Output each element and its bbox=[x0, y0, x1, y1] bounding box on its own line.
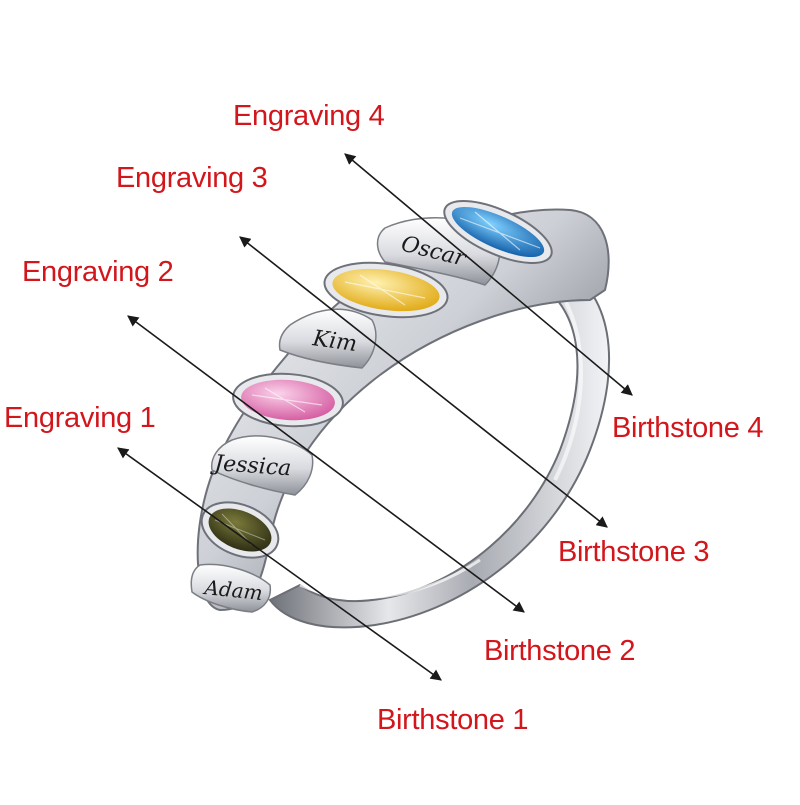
birthstone-2-label: Birthstone 2 bbox=[484, 635, 636, 667]
engraving-3-label: Engraving 3 bbox=[116, 162, 268, 194]
callout-arrows bbox=[117, 153, 633, 681]
birthstone-1-label: Birthstone 1 bbox=[377, 704, 529, 736]
engraving-1-label: Engraving 1 bbox=[4, 402, 156, 434]
engraving-2-label: Engraving 2 bbox=[22, 256, 174, 288]
birthstone-3-label: Birthstone 3 bbox=[558, 536, 710, 568]
birthstone-4-label: Birthstone 4 bbox=[612, 412, 764, 444]
ring-top-setting: Oscar Kim Jessica Adam bbox=[190, 200, 610, 613]
engraving-4-label: Engraving 4 bbox=[233, 100, 385, 132]
arrow-engraving1-birthstone1 bbox=[117, 447, 442, 681]
